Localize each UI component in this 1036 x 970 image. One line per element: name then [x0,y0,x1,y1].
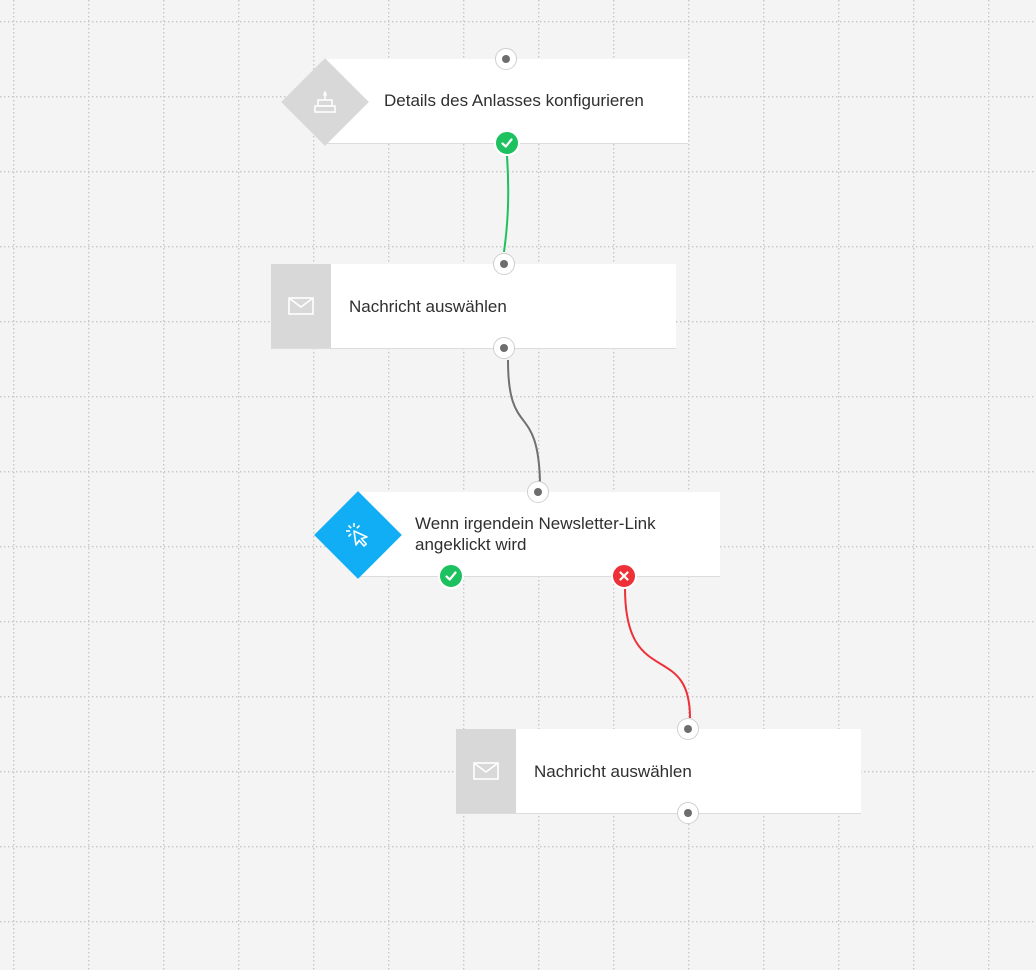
cursor-click-icon [343,520,373,550]
node-occasion[interactable]: Details des Anlasses konfigurieren [323,59,688,143]
checkmark-icon [501,138,513,148]
node-occasion-input-port[interactable] [495,48,517,70]
node-occasion-success-badge[interactable] [494,130,520,156]
node-condition-label-line2: angeklickt wird [415,535,527,554]
checkmark-icon [445,571,457,581]
node-message-2-label: Nachricht auswählen [534,762,692,781]
node-message-1[interactable]: Nachricht auswählen [271,264,676,348]
node-message-2[interactable]: Nachricht auswählen [456,729,861,813]
port-dot [684,809,692,817]
port-dot [684,725,692,733]
node-condition[interactable]: Wenn irgendein Newsletter-Link angeklick… [358,492,720,576]
node-message-1-input-port[interactable] [493,253,515,275]
node-condition-label-line1: Wenn irgendein Newsletter-Link [415,514,656,533]
port-dot [500,260,508,268]
node-message-2-icon-tile [456,729,516,813]
node-message-2-input-port[interactable] [677,718,699,740]
node-condition-success-badge[interactable] [438,563,464,589]
node-message-1-label: Nachricht auswählen [349,297,507,316]
node-message-2-output-port[interactable] [677,802,699,824]
node-message-1-icon-tile [271,264,331,348]
port-dot [502,55,510,63]
node-occasion-label: Details des Anlasses konfigurieren [384,91,644,110]
port-dot [500,344,508,352]
envelope-icon [473,762,499,780]
envelope-icon [288,297,314,315]
node-condition-icon-tile[interactable] [314,491,402,579]
node-condition-failure-badge[interactable] [611,563,637,589]
port-dot [534,488,542,496]
node-message-1-output-port[interactable] [493,337,515,359]
birthday-cake-icon [311,88,339,116]
node-condition-input-port[interactable] [527,481,549,503]
cross-icon [619,571,629,581]
node-occasion-icon-tile[interactable] [281,58,369,146]
